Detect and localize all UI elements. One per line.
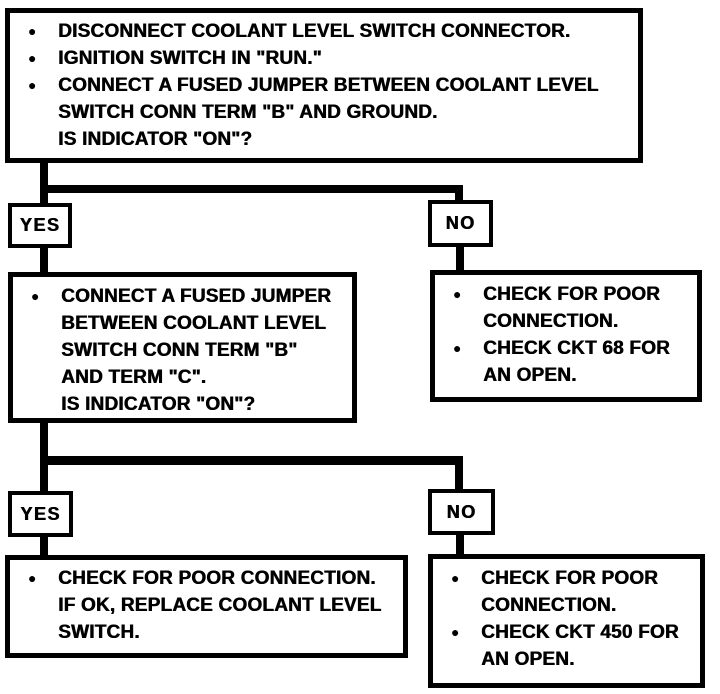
connector-no1-drop — [455, 185, 463, 203]
instruction-text: CHECK CKT 450 FOR AN OPEN. — [481, 622, 679, 670]
decision-yes-1: YES — [8, 203, 72, 248]
bullet-icon: ● — [28, 570, 37, 586]
connector-no1-out — [456, 244, 464, 273]
bullet-icon: ● — [453, 340, 462, 356]
connector-no2-out — [456, 532, 464, 557]
instruction-text: DISCONNECT COOLANT LEVEL SWITCH CONNECTO… — [58, 21, 571, 42]
bullet-icon: ● — [453, 286, 462, 302]
connector-yes2-out — [40, 534, 48, 558]
yes-label: YES — [20, 503, 61, 524]
connector-branch-2 — [40, 456, 463, 465]
bullet-item: ● CHECK FOR POOR CONNECTION. IF OK, REPL… — [28, 565, 397, 646]
bullet-icon: ● — [28, 50, 37, 66]
no-label: NO — [446, 501, 477, 522]
connector-yes1-out — [40, 245, 48, 275]
bullet-item: ● CONNECT A FUSED JUMPER BETWEEN COOLANT… — [31, 283, 346, 418]
bullet-item: ● CHECK CKT 68 FOR AN OPEN. — [453, 335, 691, 389]
bullet-icon: ● — [451, 624, 460, 640]
decision-yes-2: YES — [8, 491, 73, 537]
bullet-item: ● CHECK FOR POOR CONNECTION. — [453, 281, 691, 335]
decision-no-2: NO — [428, 489, 495, 535]
step-box-check-ckt-68: ● CHECK FOR POOR CONNECTION. ● CHECK CKT… — [430, 270, 702, 402]
instruction-text: CHECK FOR POOR CONNECTION. — [481, 568, 658, 616]
yes-label: YES — [19, 215, 61, 235]
instruction-text: CONNECT A FUSED JUMPER BETWEEN COOLANT L… — [61, 286, 332, 415]
connector-no2-drop — [455, 456, 463, 492]
bullet-item: ● IGNITION SWITCH IN "RUN." — [28, 45, 632, 72]
decision-no-1: NO — [428, 200, 493, 247]
step-box-check-ckt-450: ● CHECK FOR POOR CONNECTION. ● CHECK CKT… — [428, 554, 705, 688]
no-label: NO — [445, 213, 476, 233]
bullet-icon: ● — [28, 23, 37, 39]
instruction-text: CHECK CKT 68 FOR AN OPEN. — [483, 338, 670, 386]
bullet-item: ● CHECK CKT 450 FOR AN OPEN. — [451, 619, 694, 673]
connector-branch-1 — [40, 185, 463, 193]
bullet-icon: ● — [31, 288, 40, 304]
step-box-replace-switch: ● CHECK FOR POOR CONNECTION. IF OK, REPL… — [5, 555, 408, 658]
instruction-text: CHECK FOR POOR CONNECTION. IF OK, REPLAC… — [58, 568, 382, 643]
instruction-text: CHECK FOR POOR CONNECTION. — [483, 284, 660, 332]
connector-stem-1 — [40, 158, 48, 205]
step-box-initial-test: ● DISCONNECT COOLANT LEVEL SWITCH CONNEC… — [5, 8, 643, 163]
bullet-item: ● CONNECT A FUSED JUMPER BETWEEN COOLANT… — [28, 72, 632, 153]
bullet-icon: ● — [451, 570, 460, 586]
instruction-text: IGNITION SWITCH IN "RUN." — [58, 48, 322, 69]
instruction-text: CONNECT A FUSED JUMPER BETWEEN COOLANT L… — [58, 75, 599, 150]
bullet-item: ● DISCONNECT COOLANT LEVEL SWITCH CONNEC… — [28, 18, 632, 45]
step-box-jumper-term-b-c: ● CONNECT A FUSED JUMPER BETWEEN COOLANT… — [8, 272, 357, 423]
bullet-icon: ● — [28, 77, 37, 93]
bullet-item: ● CHECK FOR POOR CONNECTION. — [451, 565, 694, 619]
